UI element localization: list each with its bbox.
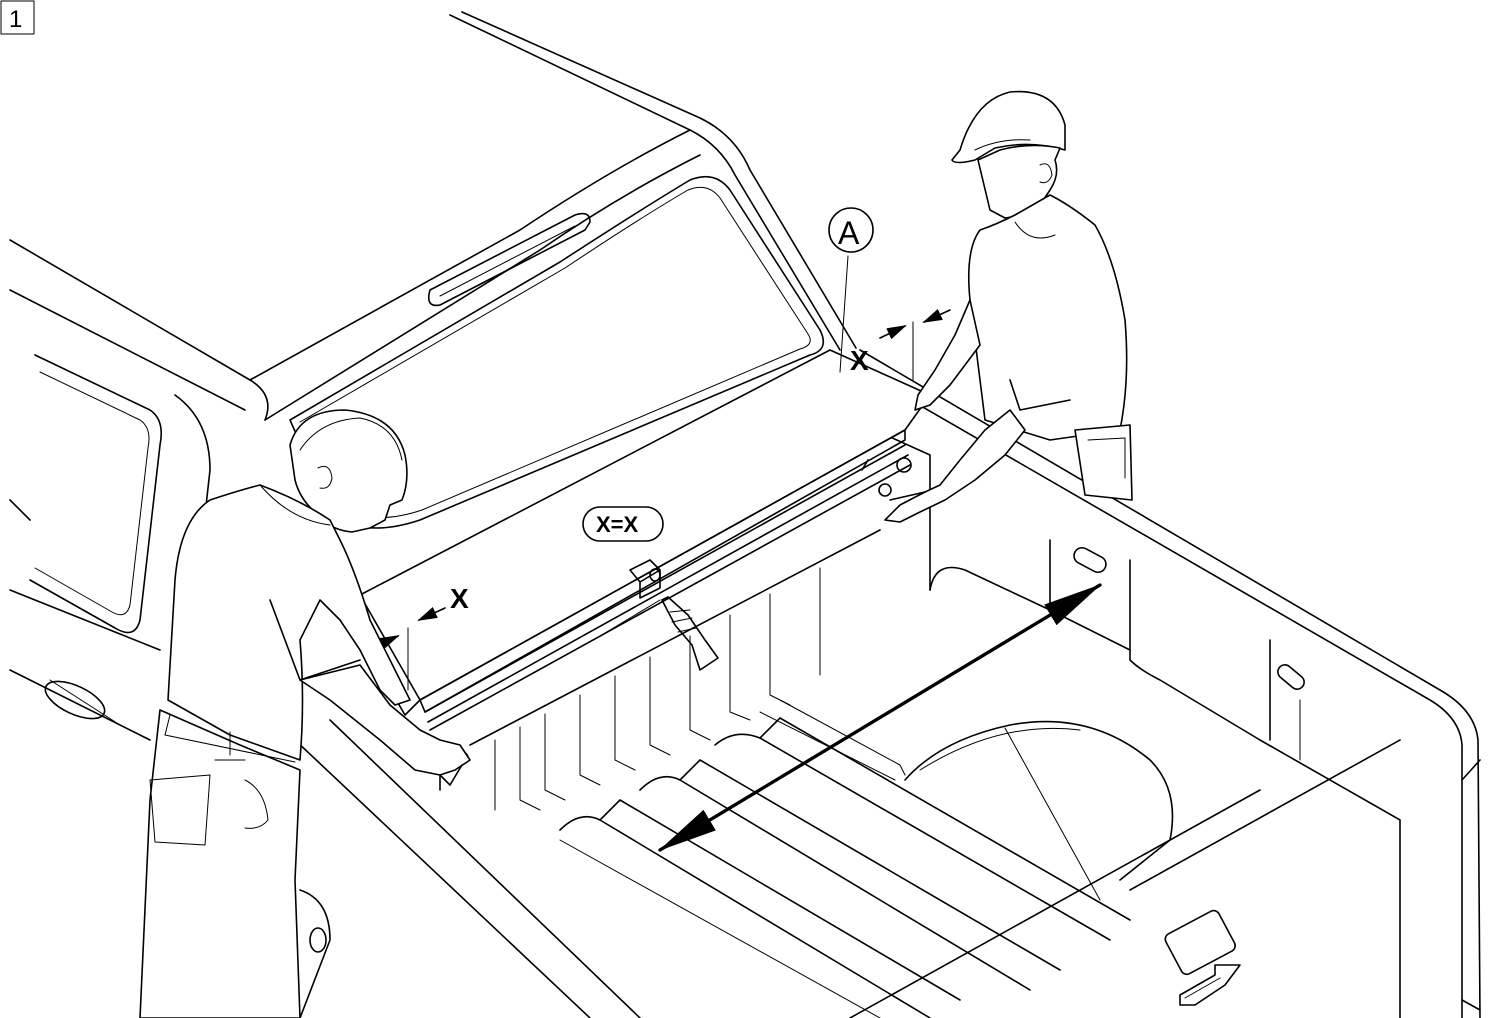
measure-label-left: X: [450, 583, 469, 614]
truck-bed: [294, 349, 1481, 1018]
truck-cab: [9, 11, 857, 741]
equality-label: X=X: [596, 512, 639, 537]
tonneau-cover-panel: [344, 349, 931, 791]
step-number: 1: [9, 6, 22, 33]
installer-right: [884, 90, 1133, 523]
bed-width-arrow: [658, 583, 1102, 852]
callout-a: A: [828, 207, 874, 253]
measure-label-right: X: [850, 345, 869, 376]
callout-a-label: A: [838, 215, 860, 251]
installer-left: [139, 409, 471, 1018]
step-number-box: 1: [0, 0, 35, 35]
equality-callout: X=X: [582, 506, 664, 542]
